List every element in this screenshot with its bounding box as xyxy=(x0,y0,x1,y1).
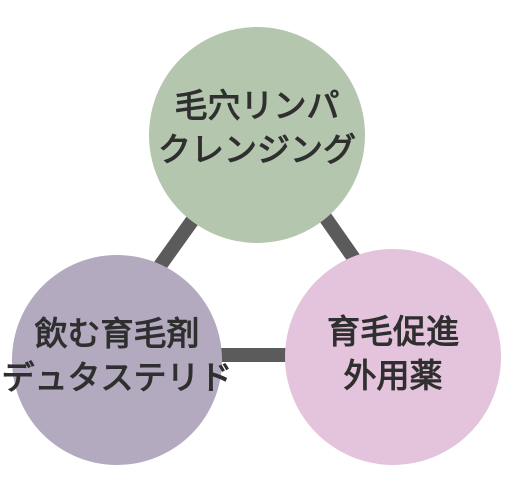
node-right-label-line1: 育毛促進 xyxy=(327,312,459,351)
node-left: 飲む育毛剤 デュタステリド xyxy=(2,255,233,465)
node-top-label-line2: クレンジング xyxy=(158,130,356,169)
node-right-label-line2: 外用薬 xyxy=(344,356,443,395)
node-left-label-line1: 飲む育毛剤 xyxy=(35,314,200,353)
node-top: 毛穴リンパ クレンジング xyxy=(149,27,365,243)
node-left-label-line2: デュタステリド xyxy=(2,358,233,397)
node-top-circle xyxy=(149,27,365,243)
node-top-label-line1: 毛穴リンパ xyxy=(175,86,340,125)
node-right: 育毛促進 外用薬 xyxy=(285,249,501,465)
node-left-circle xyxy=(12,255,222,465)
node-right-circle xyxy=(285,249,501,465)
